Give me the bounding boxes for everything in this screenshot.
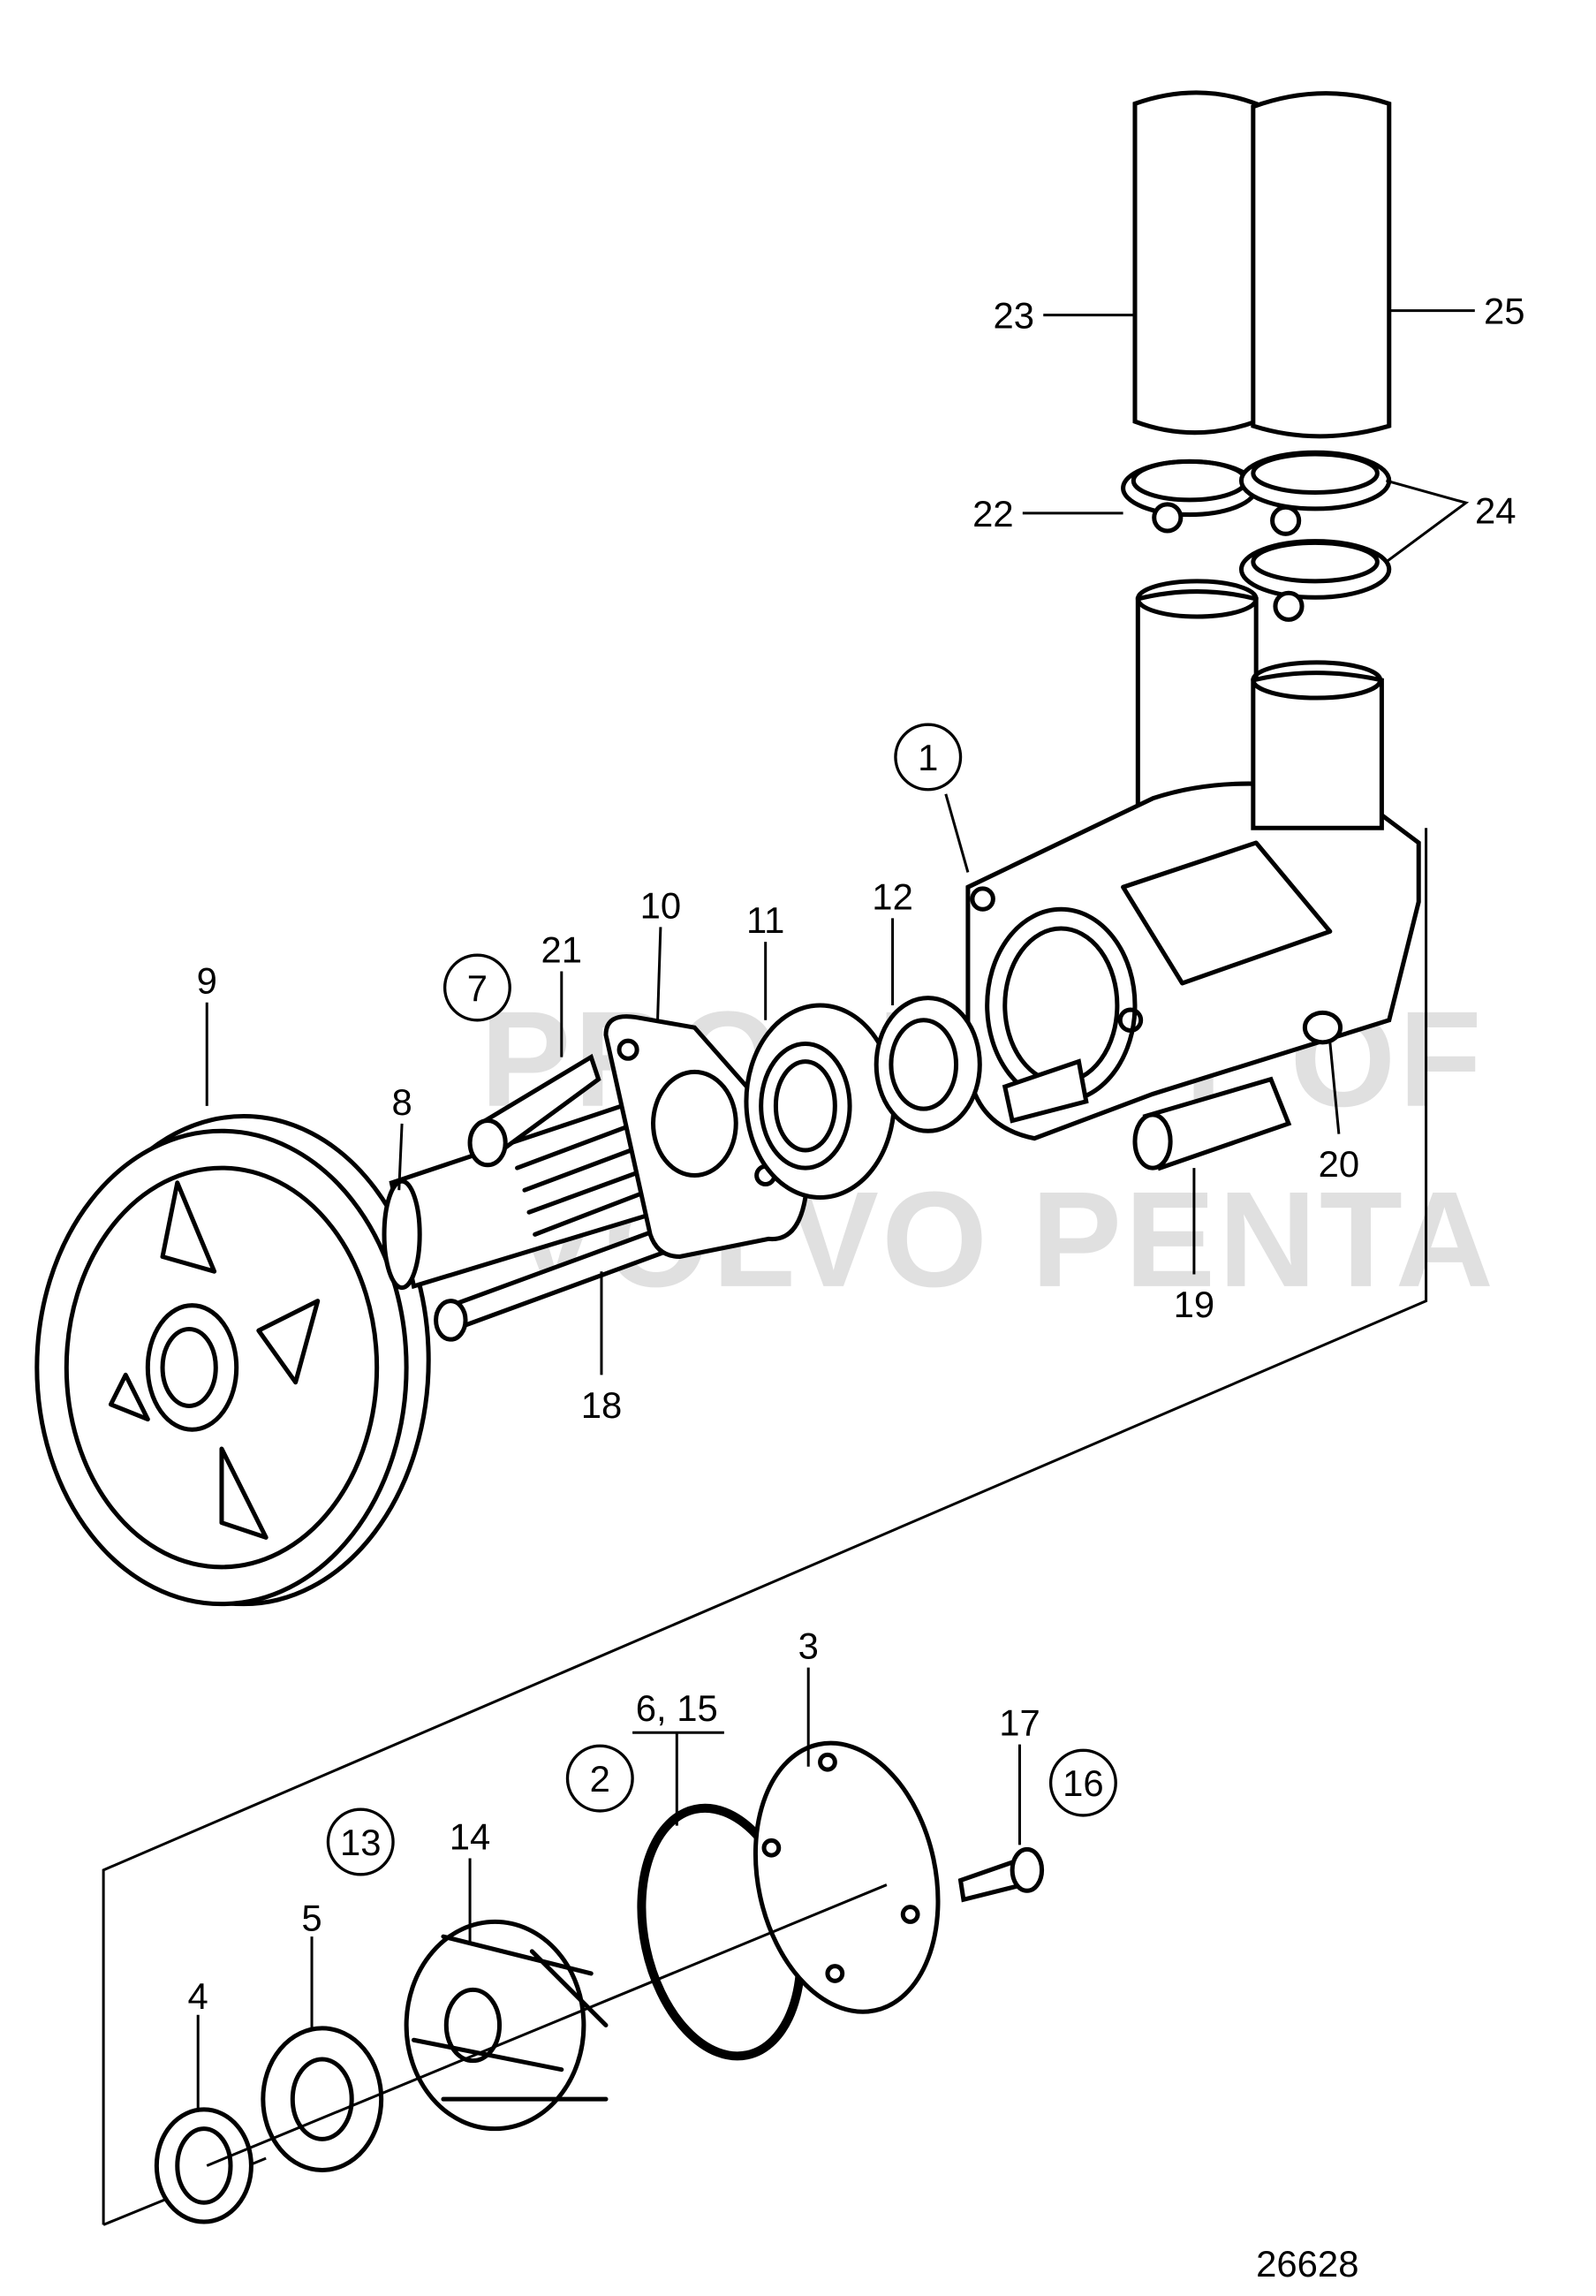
callout-label: 10 [640, 884, 682, 926]
callout-label: 3 [798, 1625, 819, 1667]
washer-4 [154, 2107, 253, 2224]
callout-label: 2 [590, 1758, 610, 1800]
callout-label: 5 [301, 1897, 321, 1938]
callout-label: 7 [467, 967, 488, 1009]
callout-label: 13 [340, 1822, 382, 1863]
callout-label: 11 [746, 899, 784, 941]
sleeve-19 [1002, 1058, 1292, 1171]
leader-line [1328, 1042, 1341, 1134]
callout-label: 20 [1319, 1143, 1360, 1185]
callout-label: 1 [918, 737, 938, 778]
callout-24: 24 [1385, 479, 1517, 564]
callout-11: 11 [746, 899, 784, 1020]
callout-23: 23 [994, 295, 1135, 337]
callout-circle [1048, 1748, 1117, 1817]
cover-3 [753, 1740, 941, 2014]
bearing-plate-10 [603, 1014, 808, 1259]
callout-6-15: 6, 15 [632, 1687, 724, 1826]
callout-circle [894, 723, 963, 792]
callout-circle [565, 1744, 634, 1813]
callout-8: 8 [391, 1081, 412, 1191]
callout-label: 8 [391, 1081, 412, 1123]
callout-label: 21 [541, 929, 583, 971]
callout-label: 14 [450, 1815, 491, 1857]
ball-bearing-11 [744, 1003, 896, 1201]
drawing-number: 26628 [1256, 2243, 1358, 2285]
callout-14: 14 [450, 1815, 491, 1944]
leader-line [632, 1731, 724, 1826]
callout-label: 12 [872, 875, 913, 917]
callout-3: 3 [798, 1625, 819, 1767]
callout-4: 4 [188, 1975, 208, 2111]
hose-clamp-24-lower [1238, 539, 1392, 622]
leader-line [944, 793, 970, 873]
shaft-8 [382, 1098, 661, 1291]
callout-label: 23 [994, 295, 1035, 337]
callout-label: 22 [972, 493, 1014, 534]
pump-housing-1 [964, 579, 1421, 1141]
washer-20 [1302, 1010, 1343, 1045]
bolt-21 [467, 1053, 601, 1168]
axis-line [206, 1883, 888, 2167]
leader-line [656, 927, 662, 1020]
callout-18: 18 [581, 1271, 623, 1426]
callout-1: 1 [894, 723, 970, 873]
callout-label: 6, 15 [636, 1687, 718, 1729]
impeller-14 [404, 1919, 609, 2132]
callout-label: 18 [581, 1384, 623, 1426]
callout-circle [326, 1807, 395, 1876]
callout-label: 4 [188, 1975, 208, 2017]
callout-19: 19 [1174, 1168, 1215, 1325]
callout-circle [442, 953, 511, 1022]
callout-17: 17 [999, 1702, 1040, 1845]
callout-2: 2 [565, 1744, 634, 1813]
callout-10: 10 [640, 884, 682, 1020]
callout-20: 20 [1319, 1042, 1360, 1185]
callout-5: 5 [301, 1897, 322, 2028]
callout-label: 19 [1174, 1284, 1215, 1325]
callout-22: 22 [972, 493, 1123, 534]
callout-16: 16 [1048, 1748, 1117, 1817]
callout-7: 7 [442, 953, 511, 1022]
callout-label: 24 [1475, 490, 1517, 532]
hose-23 [1132, 90, 1259, 436]
screw-17 [957, 1846, 1045, 1903]
callout-25: 25 [1388, 291, 1525, 332]
leader-line [1385, 479, 1470, 564]
washer-5 [261, 2026, 384, 2172]
callout-label: 9 [197, 960, 217, 1002]
callout-label: 17 [999, 1702, 1040, 1744]
hose-clamp-24-upper [1238, 450, 1392, 536]
seal-bearing-12 [874, 996, 982, 1133]
pulley-9 [34, 1114, 431, 1607]
leader-line [397, 1123, 404, 1191]
callout-21: 21 [541, 929, 583, 1057]
callout-13: 13 [326, 1807, 395, 1876]
callout-12: 12 [872, 875, 913, 1006]
callout-9: 9 [197, 960, 217, 1106]
callout-label: 16 [1063, 1762, 1104, 1804]
hose-clamp-22 [1121, 458, 1259, 534]
callout-label: 25 [1484, 291, 1525, 332]
hose-25 [1251, 91, 1392, 439]
